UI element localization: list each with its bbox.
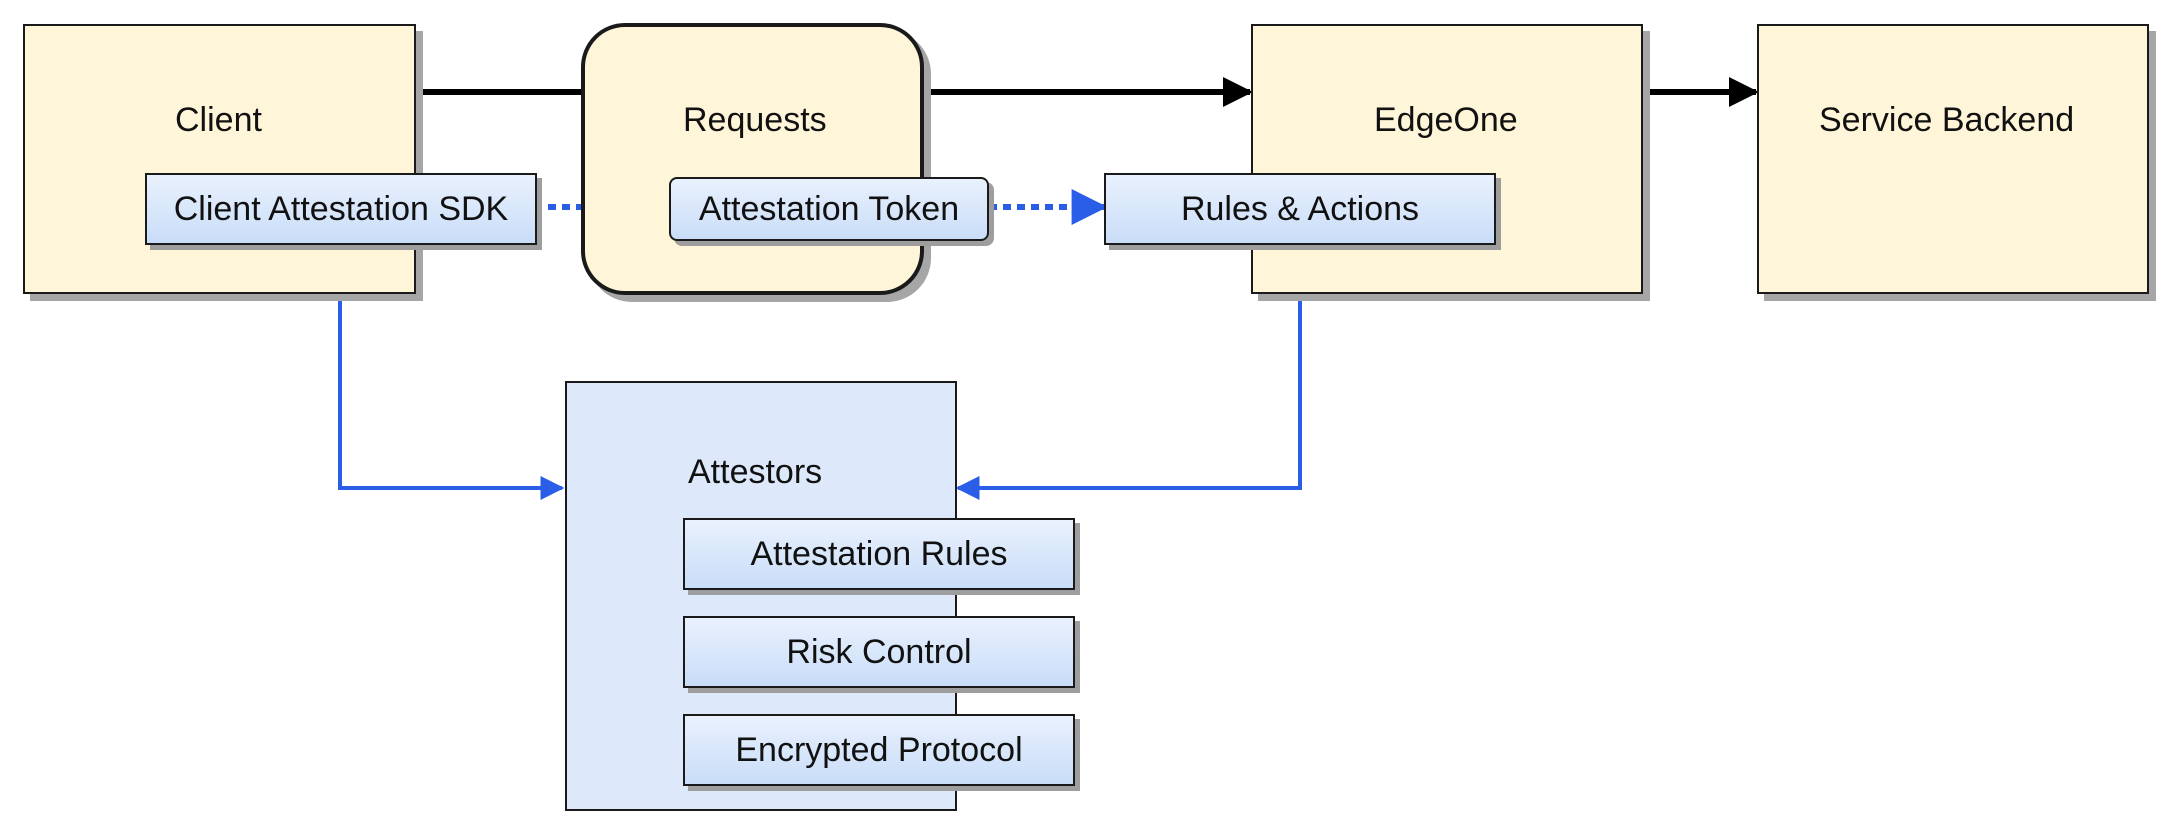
requests-title: Requests (683, 101, 827, 139)
backend-title: Service Backend (1819, 101, 2075, 139)
edgeone-title: EdgeOne (1374, 101, 1518, 139)
backend-box: Service Backend (1757, 24, 2149, 294)
client-attestation-sdk: Client Attestation SDK (145, 173, 537, 245)
client-title: Client (175, 101, 262, 139)
attestors-title: Attestors (688, 453, 823, 491)
client-box: Client (23, 24, 416, 294)
edgeone-box: EdgeOne (1251, 24, 1643, 294)
rules-and-actions: Rules & Actions (1104, 173, 1496, 245)
requests-box: Requests (581, 23, 924, 295)
link-rules-attestors (955, 247, 1312, 500)
encrypted-protocol: Encrypted Protocol (683, 714, 1075, 786)
link-sdk-attestors (328, 247, 565, 500)
attestation-rules: Attestation Rules (683, 518, 1075, 590)
risk-control: Risk Control (683, 616, 1075, 688)
attestation-token: Attestation Token (669, 177, 989, 241)
